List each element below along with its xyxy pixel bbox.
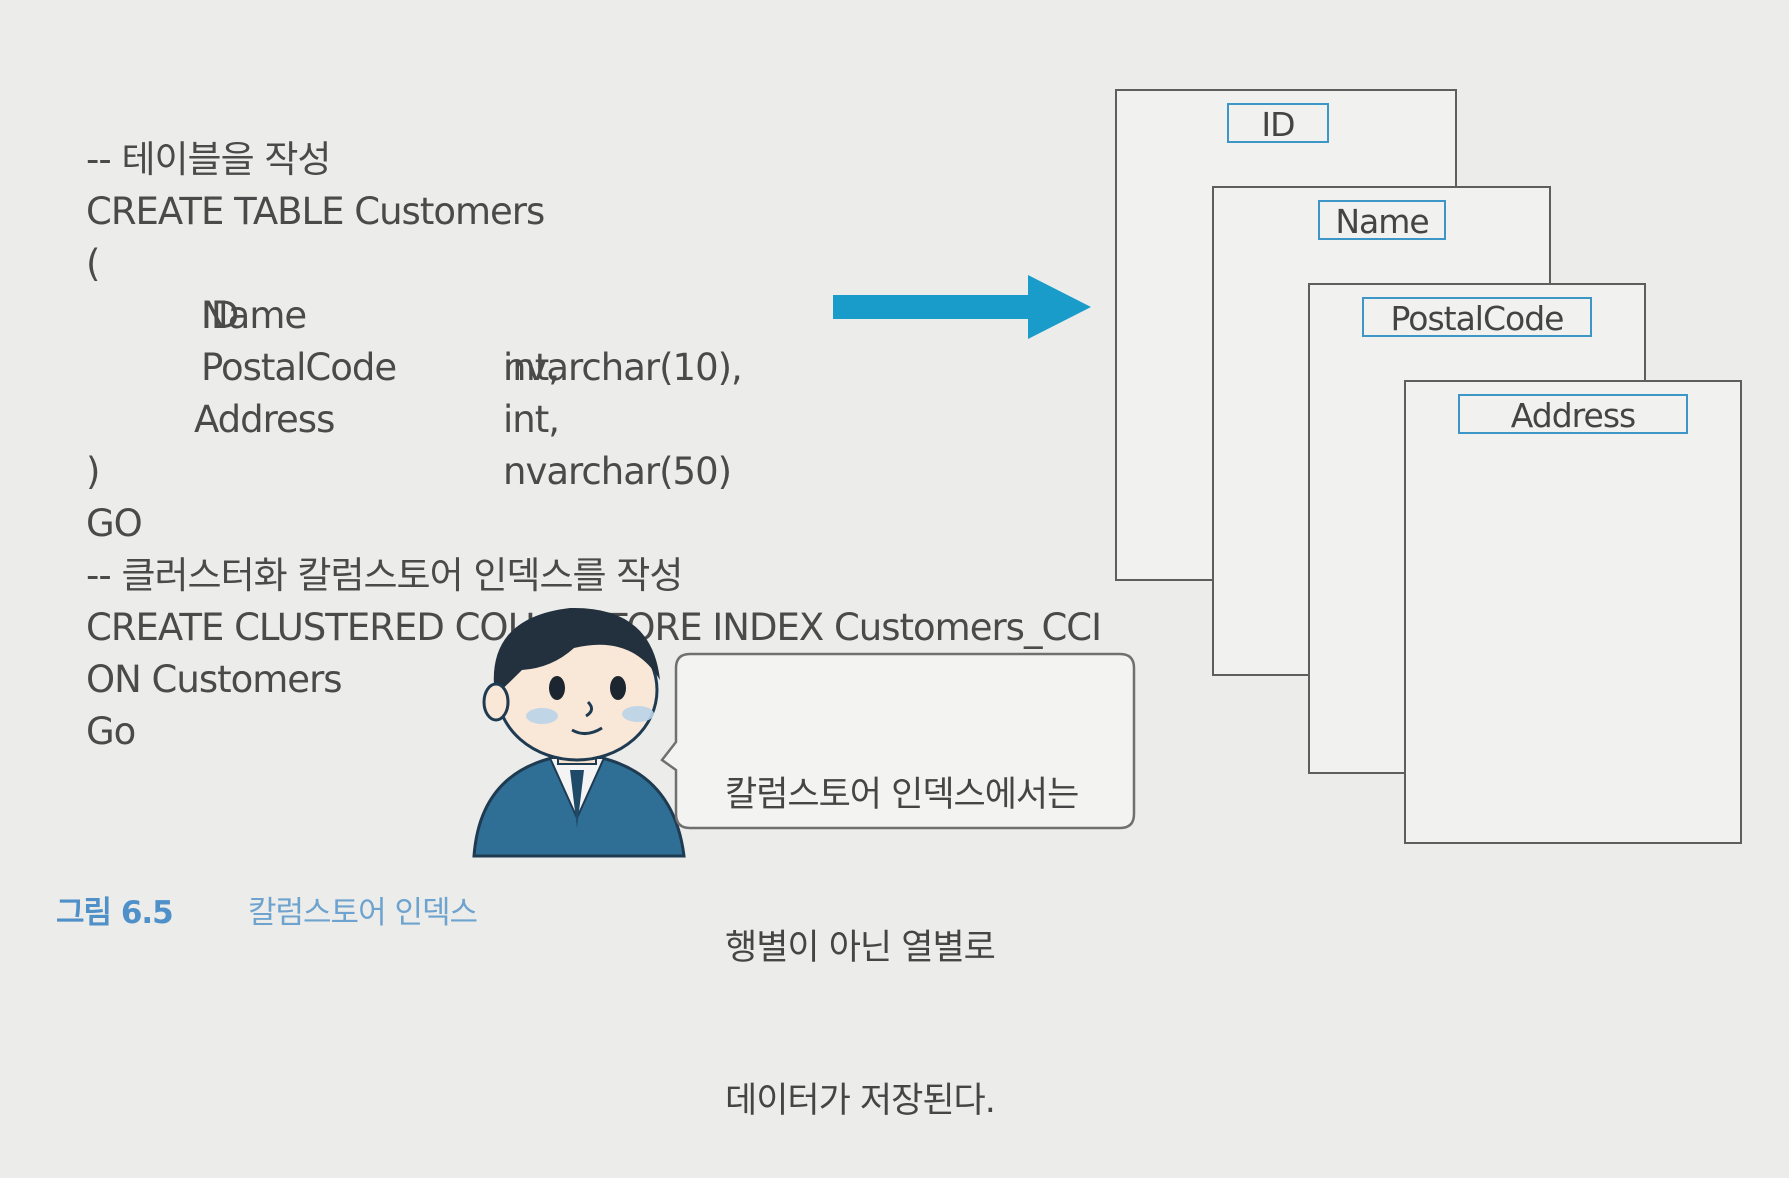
code-column-row: Name nvarchar(10), (86, 238, 743, 389)
column-card-address: Address (1404, 380, 1742, 844)
column-label-id: ID (1227, 103, 1329, 144)
column-name: PostalCode (201, 346, 397, 389)
person-avatar-icon (472, 607, 686, 858)
code-close-paren: ) (86, 450, 100, 493)
column-name: Address (194, 398, 335, 441)
column-name: Name (201, 294, 307, 337)
code-create-index: CREATE CLUSTERED COLUMSTORE INDEX Custom… (86, 606, 1102, 649)
code-on-customers: ON Customers (86, 658, 343, 701)
code-column-row: Address nvarchar(50) (86, 342, 732, 493)
column-type: int, (503, 346, 560, 389)
column-label-address: Address (1458, 394, 1688, 435)
column-type: nvarchar(50) (503, 450, 732, 493)
figure-title: 칼럼스토어 인덱스 (248, 895, 478, 931)
speech-bubble-text: 칼럼스토어 인덱스에서는 행별이 아닌 열별로 데이터가 저장된다. (725, 668, 1079, 1178)
code-go: GO (86, 502, 143, 545)
column-type: int, (503, 398, 560, 441)
code-column-row: ( ID int, (86, 186, 560, 389)
code-comment-create-index: -- 클러스터화 칼럼스토어 인덱스를 작성 (86, 554, 683, 597)
bubble-line: 데이터가 저장된다. (725, 1081, 996, 1121)
code-create-table: CREATE TABLE Customers (86, 190, 545, 233)
column-name: ID (201, 294, 239, 337)
code-go: Go (86, 710, 136, 753)
bubble-line: 칼럼스토어 인덱스에서는 (725, 775, 1079, 815)
column-type: nvarchar(10), (503, 346, 743, 389)
column-label-name: Name (1318, 200, 1446, 241)
column-label-postalcode: PostalCode (1362, 297, 1592, 338)
bubble-line: 행별이 아닌 열별로 (725, 928, 996, 968)
speech-bubble (660, 652, 1136, 830)
sql-code-block: -- 테이블을 작성 CREATE TABLE Customers ( ID i… (86, 82, 1102, 753)
figure-number: 그림 6.5 (56, 895, 174, 931)
code-column-row: PostalCode int, (86, 290, 560, 441)
code-comment-create-table: -- 테이블을 작성 (86, 138, 331, 181)
right-arrow-icon (833, 275, 1091, 339)
